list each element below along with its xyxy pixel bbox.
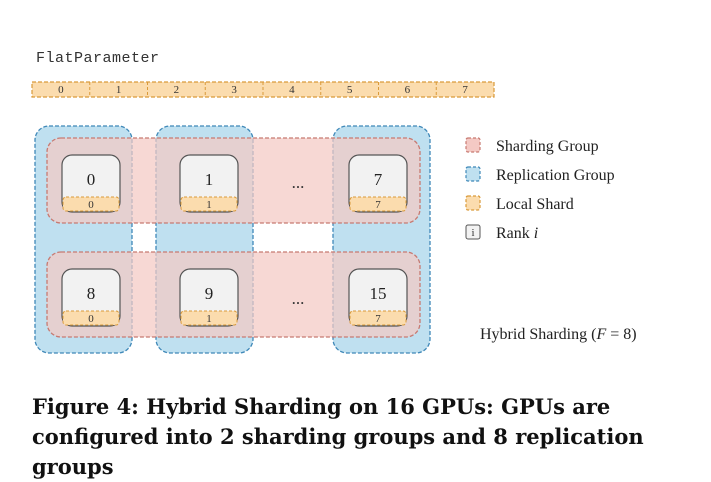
legend-replication-swatch xyxy=(465,166,481,182)
flat-segment-label: 6 xyxy=(405,84,411,96)
flat-segment-label: 5 xyxy=(347,84,353,96)
flat-segment-label: 0 xyxy=(58,84,64,96)
rank-label: 7 xyxy=(374,170,383,189)
gpu-node: 91 xyxy=(179,268,239,327)
row-1-ellipsis: ... xyxy=(292,173,305,192)
flat-segment-label: 3 xyxy=(231,84,237,96)
rank-label: 0 xyxy=(87,170,96,189)
local-shard-label: 1 xyxy=(206,313,212,325)
rank-label: 9 xyxy=(205,284,214,303)
local-shard xyxy=(180,196,238,212)
legend-sharding-label: Sharding Group xyxy=(496,138,599,155)
gpu-node: 80 xyxy=(61,268,121,327)
local-shard xyxy=(349,196,407,212)
gpu-node: 77 xyxy=(348,154,408,213)
legend-local-shard-label: Local Shard xyxy=(496,196,574,213)
gpu-node: 00 xyxy=(61,154,121,213)
local-shard xyxy=(62,196,120,212)
local-shard-label: 1 xyxy=(206,199,212,211)
legend-sharding-swatch xyxy=(465,137,481,153)
rank-label: 8 xyxy=(87,284,96,303)
local-shard-label: 7 xyxy=(375,199,381,211)
hybrid-sharding-label: Hybrid Sharding (F = 8) xyxy=(480,326,637,343)
local-shard xyxy=(180,310,238,326)
local-shard xyxy=(349,310,407,326)
local-shard-label: 7 xyxy=(375,313,381,325)
legend-replication-label: Replication Group xyxy=(496,167,615,184)
figure-caption: Figure 4: Hybrid Sharding on 16 GPUs: GP… xyxy=(32,394,644,479)
gpu-node: 15 7 xyxy=(348,268,408,327)
row-2-ellipsis: ... xyxy=(292,289,305,308)
legend-rank-icon-text: i xyxy=(471,227,474,239)
rank-label: 1 xyxy=(205,170,214,189)
flat-parameter-bar: 0 1 2 3 4 5 6 7 xyxy=(31,81,495,98)
local-shard-label: 0 xyxy=(88,199,94,211)
local-shard-label: 0 xyxy=(88,313,94,325)
flat-segment-label: 7 xyxy=(462,84,468,96)
flat-segment-label: 4 xyxy=(289,84,295,96)
flat-segment-label: 2 xyxy=(174,84,180,96)
gpu-node: 11 xyxy=(179,154,239,213)
rank-label: 15 xyxy=(370,284,387,303)
flat-segment-label: 1 xyxy=(116,84,122,96)
local-shard xyxy=(62,310,120,326)
legend-rank-label: Rank i xyxy=(496,225,538,242)
legend: Sharding Group Replication Group Local S… xyxy=(465,137,615,242)
flat-parameter-title: FlatParameter xyxy=(36,50,160,67)
legend-rank-icon xyxy=(465,224,481,240)
legend-local-shard-swatch xyxy=(465,195,481,211)
